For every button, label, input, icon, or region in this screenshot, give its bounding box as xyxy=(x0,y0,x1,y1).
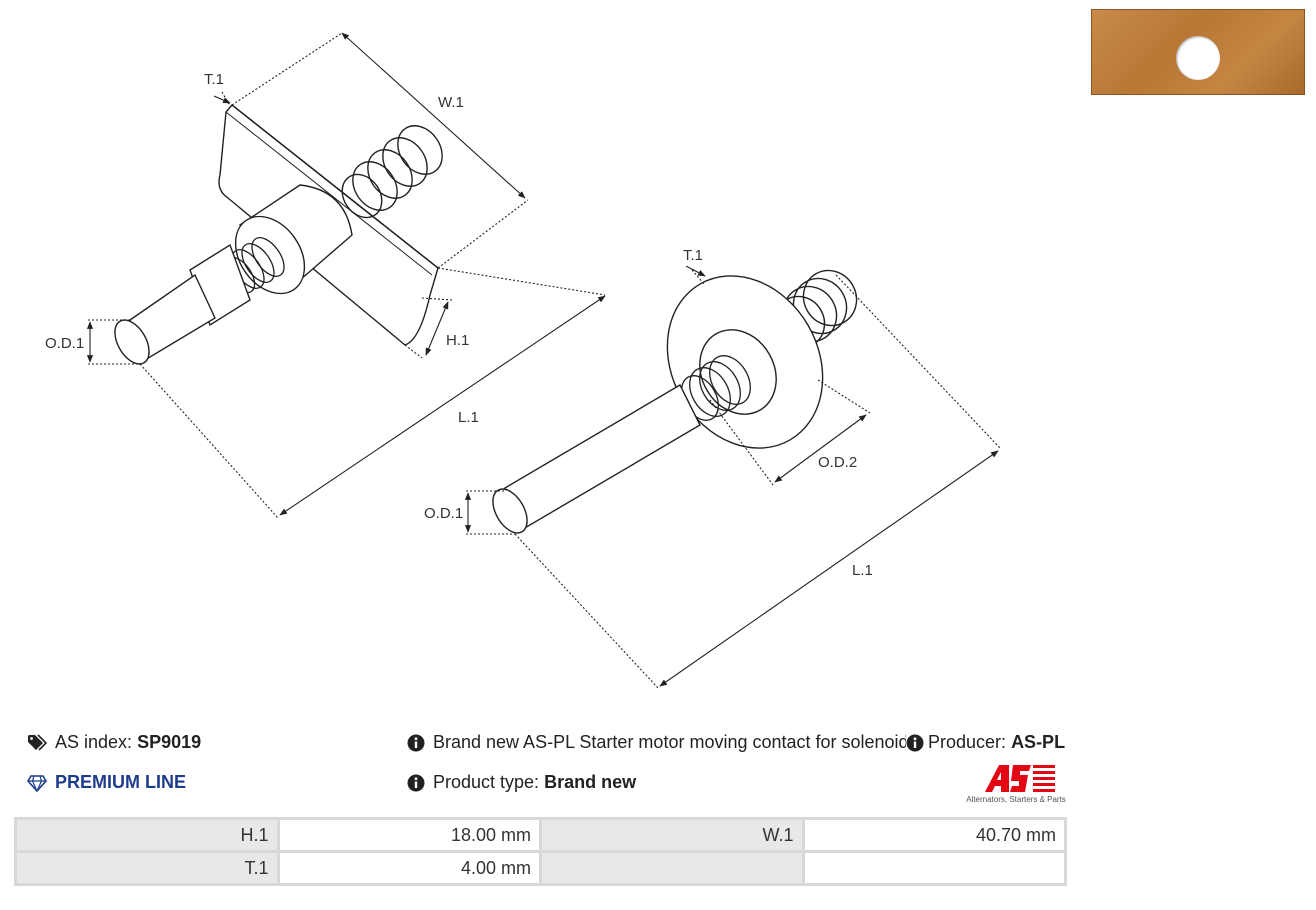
right-dimension-lines xyxy=(464,265,1001,689)
producer-label: Producer: xyxy=(928,732,1007,752)
technical-drawing: T.1 W.1 H.1 O.D.1 L.1 T xyxy=(45,32,1001,689)
dim-label-l1-right: L.1 xyxy=(852,562,873,579)
dim-label-l1-left: L.1 xyxy=(458,409,479,426)
table-row: T.1 4.00 mm xyxy=(14,850,1067,886)
description: Brand new AS-PL Starter motor moving con… xyxy=(407,732,909,753)
as-index: AS index: SP9019 xyxy=(27,732,201,753)
product-type-value: Brand new xyxy=(544,772,637,792)
producer: Producer: AS-PL xyxy=(906,732,1066,753)
specs-table: H.1 18.00 mm W.1 40.70 mm T.1 4.00 mm xyxy=(14,817,1067,886)
left-dimension-lines xyxy=(86,32,606,519)
right-contact-part xyxy=(492,269,858,534)
logo-tagline: Alternators, Starters & Parts xyxy=(966,795,1066,804)
spec-value xyxy=(801,850,1067,886)
as-pl-logo: Alternators, Starters & Parts xyxy=(963,762,1069,806)
dim-label-t1-left: T.1 xyxy=(204,71,224,88)
spec-value: 4.00 mm xyxy=(276,850,542,886)
info-icon xyxy=(407,734,425,751)
dim-label-t1-right: T.1 xyxy=(683,247,703,264)
product-photo-thumbnail[interactable] xyxy=(1091,9,1305,95)
dim-label-w1: W.1 xyxy=(438,94,464,111)
spec-key: T.1 xyxy=(14,850,280,886)
product-type: Product type: Brand new xyxy=(407,772,636,793)
diamond-icon xyxy=(27,774,47,792)
spec-key: H.1 xyxy=(14,817,280,853)
dim-label-od1-left: O.D.1 xyxy=(45,335,84,352)
premium-line-badge: PREMIUM LINE xyxy=(27,772,186,793)
producer-value: AS-PL xyxy=(1011,732,1066,752)
as-index-label: AS index: xyxy=(55,732,133,752)
info-icon xyxy=(407,774,425,791)
dim-label-h1: H.1 xyxy=(446,332,469,349)
tags-icon xyxy=(28,733,47,751)
table-row: H.1 18.00 mm W.1 40.70 mm xyxy=(14,817,1067,853)
left-contact-part xyxy=(114,104,443,365)
as-index-value: SP9019 xyxy=(137,732,202,752)
photo-hole xyxy=(1176,36,1220,80)
as-pl-logo-mark xyxy=(985,765,1055,792)
spec-value: 18.00 mm xyxy=(276,817,542,853)
dim-label-od1-right: O.D.1 xyxy=(424,505,463,522)
description-text: Brand new AS-PL Starter motor moving con… xyxy=(433,732,909,752)
premium-line-text: PREMIUM LINE xyxy=(55,772,187,792)
product-type-label: Product type: xyxy=(433,772,540,792)
dim-label-od2: O.D.2 xyxy=(818,454,857,471)
spec-key xyxy=(539,850,805,886)
info-icon xyxy=(906,734,924,751)
spec-key: W.1 xyxy=(539,817,805,853)
spec-value: 40.70 mm xyxy=(801,817,1067,853)
